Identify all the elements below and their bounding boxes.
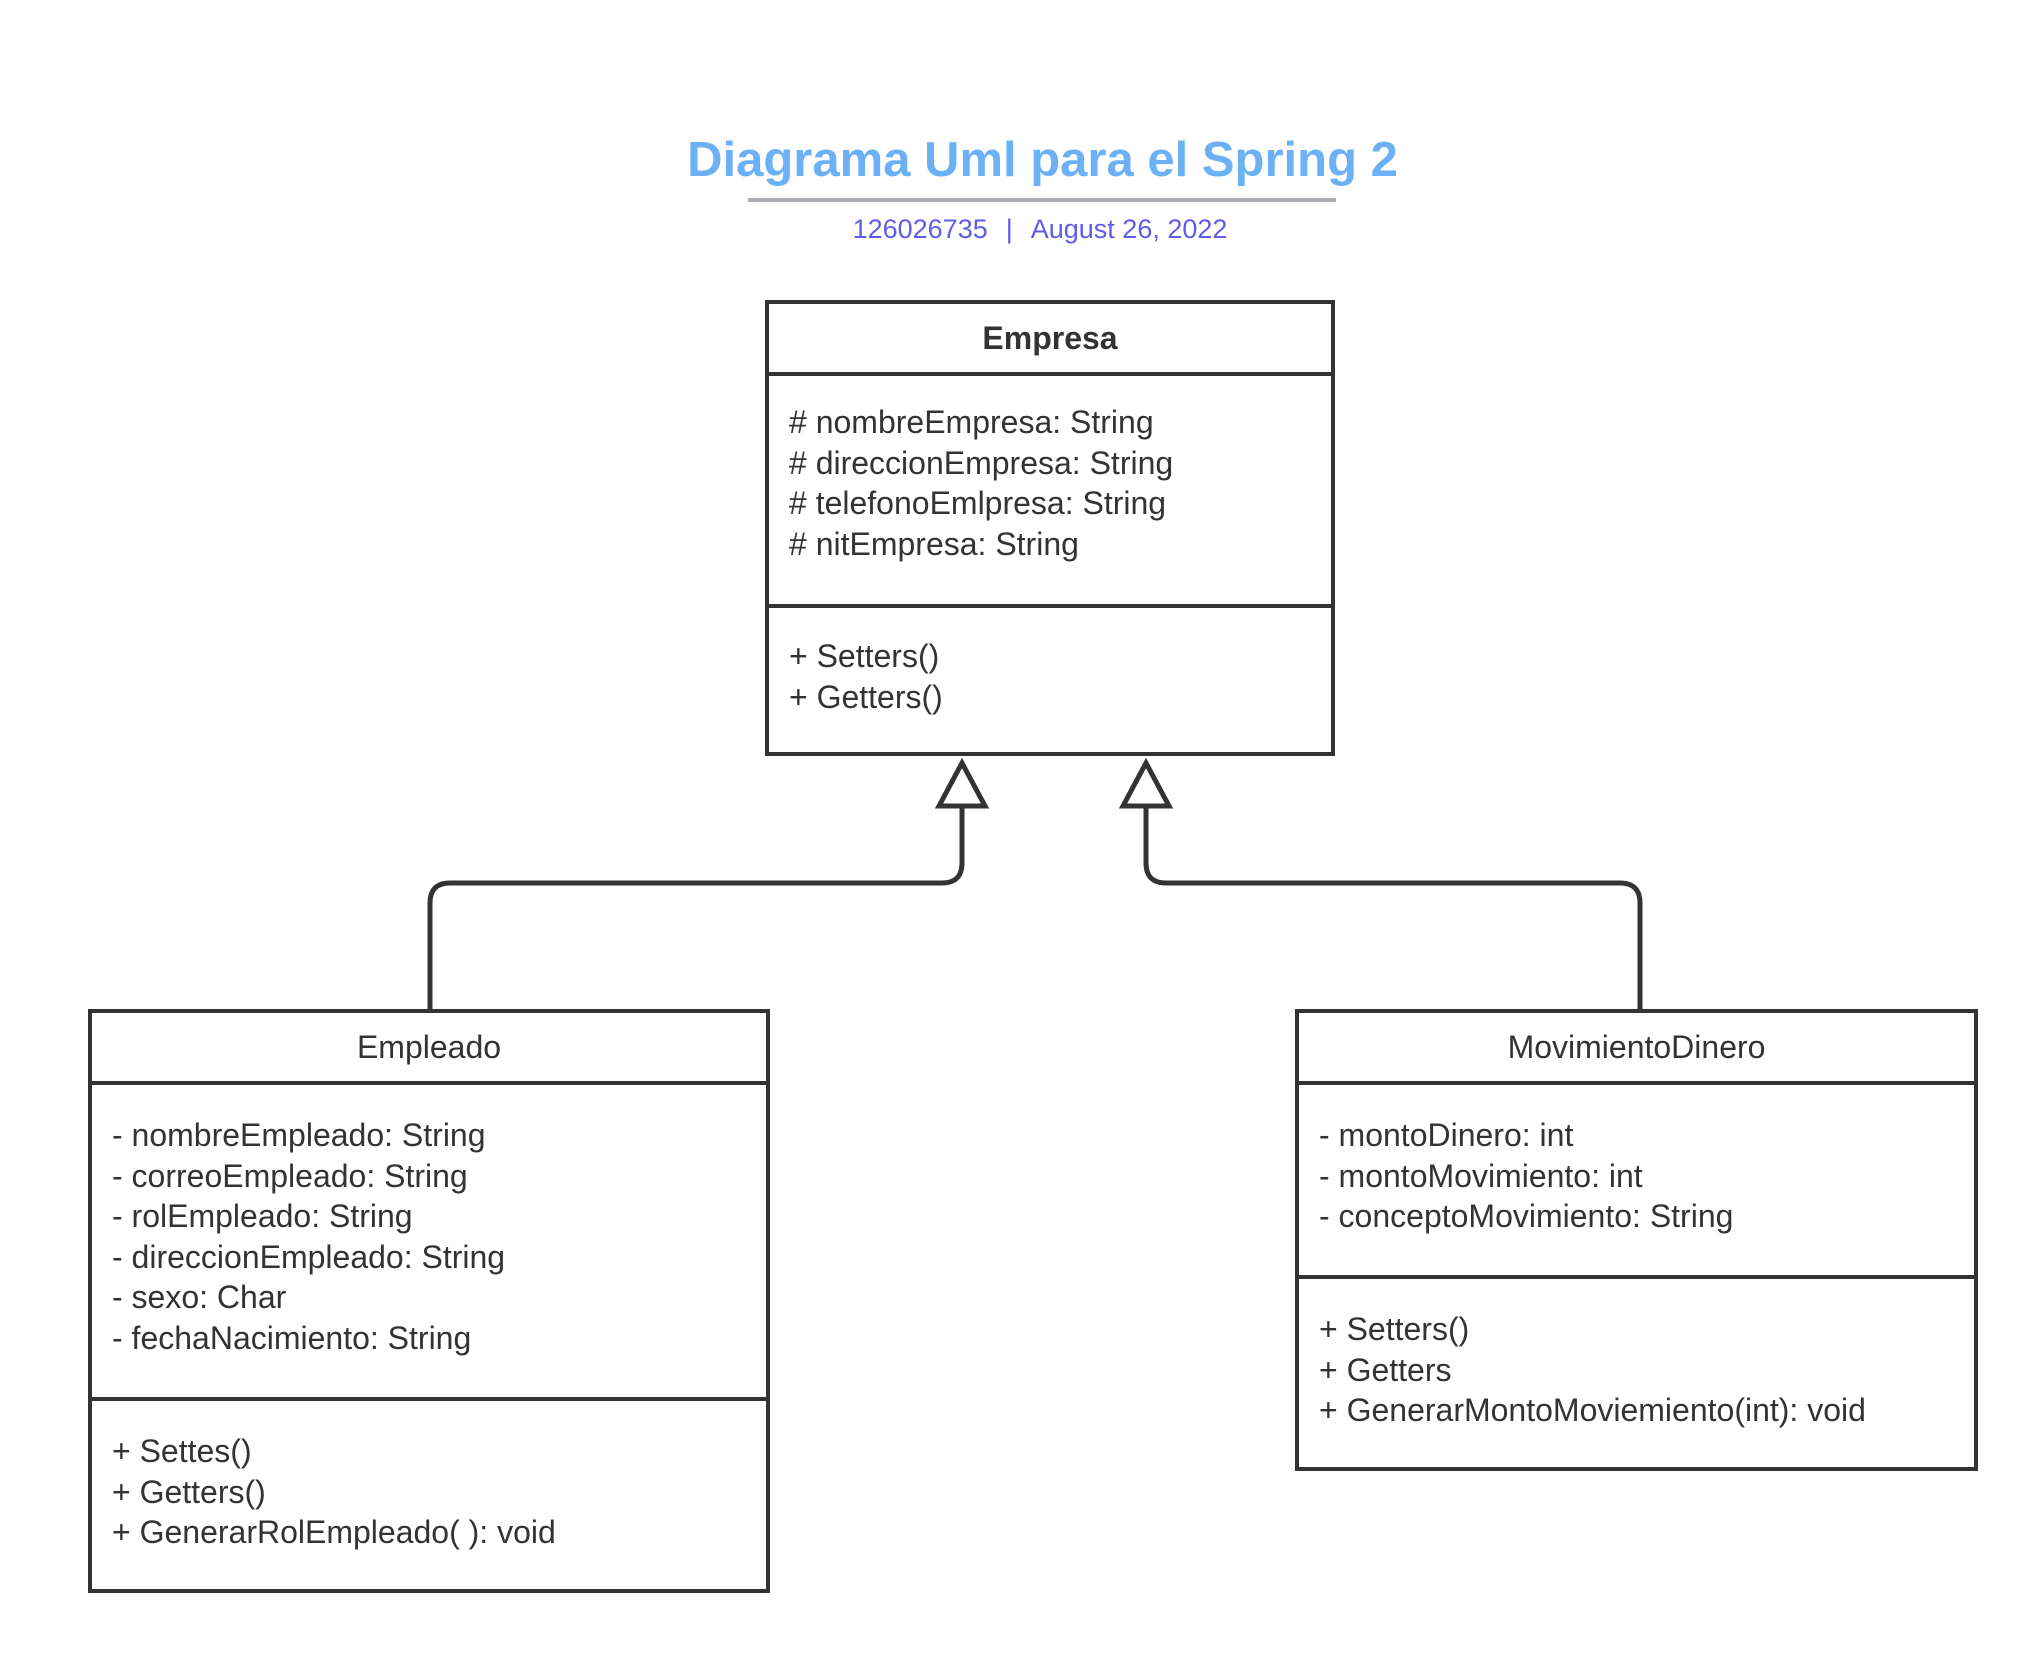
operation: + Settes() bbox=[112, 1433, 252, 1469]
attribute-list: - nombreEmpleado: String - correoEmplead… bbox=[92, 1085, 766, 1401]
operation-list: + Setters() + Getters + GenerarMontoMovi… bbox=[1299, 1279, 1974, 1467]
class-name: MovimientoDinero bbox=[1299, 1013, 1974, 1085]
operation-list: + Settes() + Getters() + GenerarRolEmple… bbox=[92, 1401, 766, 1589]
class-empresa[interactable]: Empresa # nombreEmpresa: String # direcc… bbox=[765, 300, 1335, 756]
attribute-list: # nombreEmpresa: String # direccionEmpre… bbox=[769, 376, 1331, 608]
subtitle-separator: | bbox=[1005, 214, 1013, 244]
attribute: - conceptoMovimiento: String bbox=[1319, 1198, 1734, 1234]
attribute: - montoDinero: int bbox=[1319, 1117, 1574, 1153]
attribute: # direccionEmpresa: String bbox=[789, 444, 1174, 481]
attribute: - nombreEmpleado: String bbox=[112, 1117, 486, 1153]
attribute: # nombreEmpresa: String bbox=[789, 404, 1154, 440]
document-date: August 26, 2022 bbox=[1030, 214, 1228, 244]
inheritance-arrowhead-empleado bbox=[934, 757, 990, 809]
attribute: - direccionEmpleado: String bbox=[112, 1238, 506, 1275]
operation: + Getters bbox=[1319, 1351, 1452, 1388]
attribute: - correoEmpleado: String bbox=[112, 1157, 468, 1194]
operation: + GenerarMontoMoviemiento(int): void bbox=[1319, 1392, 1866, 1428]
attribute: # telefonoEmlpresa: String bbox=[789, 485, 1167, 521]
connector-empleado-to-empresa bbox=[427, 806, 965, 1009]
attribute: - sexo: Char bbox=[112, 1279, 287, 1315]
attribute: - fechaNacimiento: String bbox=[112, 1319, 472, 1356]
class-name: Empresa bbox=[769, 304, 1331, 376]
operation: + GenerarRolEmpleado( ): void bbox=[112, 1514, 556, 1550]
document-id: 126026735 bbox=[852, 214, 988, 244]
operation-list: + Setters() + Getters() bbox=[769, 608, 1331, 752]
connector-movimiento-to-empresa bbox=[1143, 806, 1643, 1009]
attribute: # nitEmpresa: String bbox=[789, 525, 1079, 562]
class-movimiento-dinero[interactable]: MovimientoDinero - montoDinero: int - mo… bbox=[1295, 1009, 1978, 1471]
title-underline bbox=[748, 198, 1336, 202]
operation: + Getters() bbox=[112, 1473, 266, 1510]
class-name: Empleado bbox=[92, 1013, 766, 1085]
attribute-list: - montoDinero: int - montoMovimiento: in… bbox=[1299, 1085, 1974, 1279]
diagram-subtitle: 126026735 | August 26, 2022 bbox=[0, 214, 2042, 245]
operation: + Setters() bbox=[789, 638, 940, 674]
class-empleado[interactable]: Empleado - nombreEmpleado: String - corr… bbox=[88, 1009, 770, 1593]
operation: + Setters() bbox=[1319, 1311, 1470, 1347]
inheritance-arrowhead-movimiento bbox=[1118, 757, 1174, 809]
operation: + Getters() bbox=[789, 678, 943, 715]
diagram-title: Diagrama Uml para el Spring 2 bbox=[687, 133, 1398, 187]
attribute: - rolEmpleado: String bbox=[112, 1198, 413, 1234]
attribute: - montoMovimiento: int bbox=[1319, 1157, 1643, 1194]
